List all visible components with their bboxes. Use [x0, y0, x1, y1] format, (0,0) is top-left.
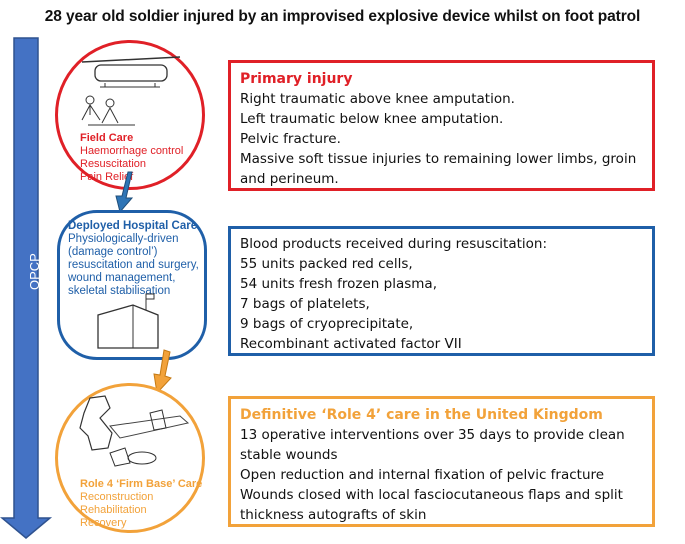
deployed-hospital-heading: Deployed Hospital Care — [68, 220, 198, 232]
deployed-hospital-line: Physiologically-driven — [68, 233, 179, 245]
primary-injury-box: Primary injury Right traumatic above kne… — [228, 60, 655, 191]
blood-products-line: Recombinant activated factor VII — [240, 336, 462, 352]
helicopter-illustration — [81, 56, 181, 126]
primary-injury-line: Right traumatic above knee amputation. — [240, 91, 515, 107]
role4-line: Rehabilitation — [80, 504, 147, 516]
deployed-hospital-line: wound management, — [68, 272, 176, 284]
blood-products-line: 9 bags of cryoprecipitate, — [240, 316, 414, 332]
field-care-line: Haemorrhage control — [80, 145, 184, 157]
blood-products-line: 55 units packed red cells, — [240, 256, 413, 272]
primary-injury-line: Left traumatic below knee amputation. — [240, 111, 504, 127]
transition-arrow-2 — [153, 349, 172, 395]
definitive-care-line: 13 operative interventions over 35 days … — [240, 427, 625, 443]
deployed-hospital-line: skeletal stabilisation — [68, 285, 171, 297]
primary-injury-heading: Primary injury — [240, 71, 353, 87]
diagram-title: 28 year old soldier injured by an improv… — [44, 8, 641, 25]
field-care-heading: Field Care — [80, 132, 134, 144]
deployed-hospital-shape — [57, 210, 207, 360]
timeline-label: OPCP — [27, 253, 42, 290]
role4-heading: Role 4 ‘Firm Base’ Care — [80, 478, 203, 490]
definitive-care-line: Wounds closed with local fasciocutaneous… — [240, 487, 623, 503]
primary-injury-line: Massive soft tissue injuries to remainin… — [240, 151, 637, 167]
blood-products-box: Blood products received during resuscita… — [228, 226, 655, 356]
role4-text: Role 4 ‘Firm Base’ Care Reconstruction R… — [80, 478, 202, 530]
primary-injury-line: Pelvic fracture. — [240, 131, 341, 147]
transition-arrow-1 — [115, 171, 134, 214]
field-care-text: Field Care Haemorrhage control Resuscita… — [80, 132, 183, 184]
definitive-care-heading: Definitive ‘Role 4’ care in the United K… — [240, 407, 603, 423]
definitive-care-line: Open reduction and internal fixation of … — [240, 467, 605, 483]
role4-circle — [55, 383, 205, 533]
primary-injury-line: and perineum. — [240, 171, 339, 187]
blood-products-line: Blood products received during resuscita… — [240, 236, 548, 252]
role4-line: Reconstruction — [80, 491, 154, 503]
hospital-building-illustration — [97, 293, 159, 349]
deployed-hospital-line: (damage control’) — [68, 246, 158, 258]
role4-line: Recovery — [80, 517, 127, 529]
blood-products-line: 7 bags of platelets, — [240, 296, 370, 312]
timeline-arrow — [0, 37, 53, 539]
definitive-care-line: thickness autografts of skin — [240, 507, 427, 523]
deployed-hospital-text: Deployed Hospital Care Physiologically-d… — [68, 220, 199, 298]
blood-products-line: 54 units fresh frozen plasma, — [240, 276, 437, 292]
definitive-care-line: stable wounds — [240, 447, 338, 463]
deployed-hospital-line: resuscitation and surgery, — [68, 259, 199, 271]
definitive-care-box: Definitive ‘Role 4’ care in the United K… — [228, 396, 655, 527]
field-care-line: Resuscitation — [80, 158, 147, 170]
uk-map-aircraft-illustration — [79, 395, 190, 467]
field-care-line: Pain Relief — [80, 171, 134, 183]
